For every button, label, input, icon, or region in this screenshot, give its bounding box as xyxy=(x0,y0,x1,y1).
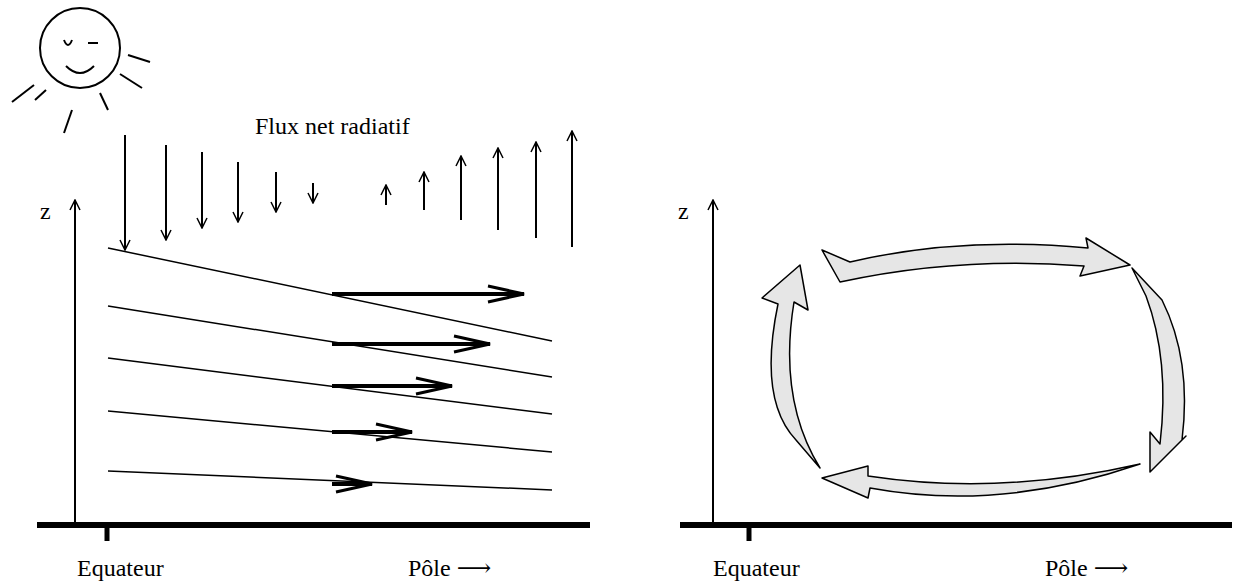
equator-label: Equateur xyxy=(713,556,800,580)
flux-arrows xyxy=(125,131,572,250)
axis-label: z xyxy=(40,199,51,223)
isolines xyxy=(108,248,552,490)
pole-label: Pôle ⟶ xyxy=(408,556,491,580)
axes-left xyxy=(37,200,590,541)
axis-label: z xyxy=(678,199,689,223)
equator-label: Equateur xyxy=(77,556,164,580)
flux-label: Flux net radiatif xyxy=(255,114,410,138)
axes-right xyxy=(680,200,1232,541)
pole-label: Pôle ⟶ xyxy=(1045,556,1128,580)
sun xyxy=(12,8,150,133)
circulation-cell xyxy=(762,238,1186,498)
wind-arrows xyxy=(332,294,524,484)
